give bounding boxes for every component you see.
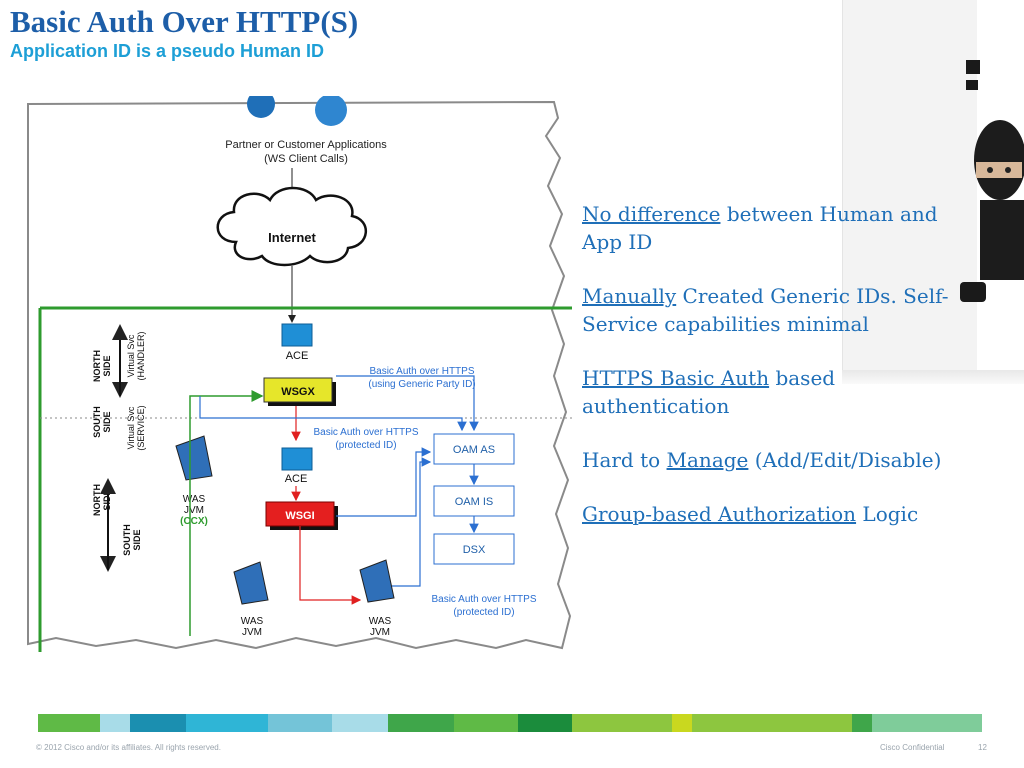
dsx-label: DSX [463,544,486,556]
partner-label-line2: (WS Client Calls) [264,153,348,165]
side-panel [842,0,977,372]
dsx-box [433,533,515,565]
internet-label: Internet [268,230,316,245]
bullet-link[interactable]: HTTPS Basic Auth [582,366,770,390]
color-bar-segment [692,714,852,732]
bullet-link[interactable]: Group-based Authorization [582,502,857,526]
ace-mid-label: ACE [285,473,308,485]
oam-as-label: OAM AS [453,444,495,456]
protected-auth-label-2: (protected ID) [335,440,396,451]
ace-top-label: ACE [286,350,309,362]
panel-floor [842,370,1024,384]
was-ccx-icon [175,435,213,481]
ninja-eyes [976,162,1022,178]
oam-is-label: OAM IS [455,496,494,508]
color-bar-segment [332,714,388,732]
protected-bottom-label-2: (protected ID) [453,607,514,618]
wsgx-label: WSGX [281,386,315,398]
bullet-prefix: Hard to [582,448,667,472]
ace-mid-icon [281,447,313,471]
architecture-diagram: Partner or Customer Applications (WS Cli… [27,96,572,652]
bullet-manually: Manually Created Generic IDs. Self-Servi… [582,282,982,338]
bullet-list: No difference between Human and App ID M… [582,200,982,554]
color-bar-segment [454,714,518,732]
generic-auth-label-1: Basic Auth over HTTPS [369,366,474,377]
was-left-icon [233,561,269,605]
wsgi-label: WSGI [285,510,314,522]
footer-color-bar [38,714,988,732]
ace-top-icon [281,323,313,347]
slide-subtitle: Application ID is a pseudo Human ID [10,41,325,61]
protected-bottom-label-1: Basic Auth over HTTPS [431,594,536,605]
wsgx-box [263,377,333,403]
bullet-group-authorization: Group-based Authorization Logic [582,500,982,528]
south-side-bottom: SOUTHSIDE [122,524,142,556]
slide-title: Basic Auth Over HTTP(S) [10,4,359,39]
bullet-text: based authentication [582,366,836,418]
bullet-text: between Human and App ID [582,202,938,254]
ninja-hand-top [966,60,980,74]
south-side-top: SOUTHSIDE [92,406,112,438]
color-bar-segment [130,714,186,732]
color-bar-segment [572,714,672,732]
oam-is-box [433,485,515,517]
color-bar-segment [186,714,268,732]
ninja-head [974,120,1024,200]
bullet-no-difference: No difference between Human and App ID [582,200,982,256]
color-bar-segment [100,714,130,732]
color-bar-segment [672,714,692,732]
gear-icon [247,96,347,126]
bullet-hard-to-manage: Hard to Manage (Add/Edit/Disable) [582,446,982,474]
footer-confidential: Cisco Confidential [880,743,945,752]
ninja-illustration [960,60,1024,302]
was-right-icon [359,559,395,603]
partner-label-line1: Partner or Customer Applications [225,139,387,151]
bullet-text: Created Generic IDs. Self-Service capabi… [582,284,949,336]
generic-auth-label-2: (using Generic Party ID) [368,379,475,390]
ninja-hand-bottom [960,282,986,302]
color-bar-segment [518,714,572,732]
color-bar-segment [852,714,872,732]
bullet-text: Logic [856,502,919,526]
color-bar-segment [872,714,982,732]
internet-cloud [216,186,368,267]
page-number: 12 [978,743,987,752]
footer-copyright: © 2012 Cisco and/or its affiliates. All … [36,743,221,752]
bullet-https-basic-auth: HTTPS Basic Auth based authentication [582,364,982,420]
green-path [189,390,264,636]
wsgi-box [265,501,335,527]
north-side-top: NORTHSIDE [92,350,112,382]
bullet-text: (Add/Edit/Disable) [748,448,942,472]
bullet-link[interactable]: Manually [582,284,677,308]
virtual-svc-service: Virtual Svc(SERVICE) [126,405,146,450]
virtual-svc-handler: Virtual Svc(HANDLER) [126,331,146,380]
color-bar-segment [388,714,454,732]
protected-auth-label-1: Basic Auth over HTTPS [313,427,418,438]
color-bar-segment [38,714,100,732]
bullet-link[interactable]: Manage [666,448,749,472]
bullet-link[interactable]: No difference [582,202,721,226]
color-bar-segment [268,714,332,732]
